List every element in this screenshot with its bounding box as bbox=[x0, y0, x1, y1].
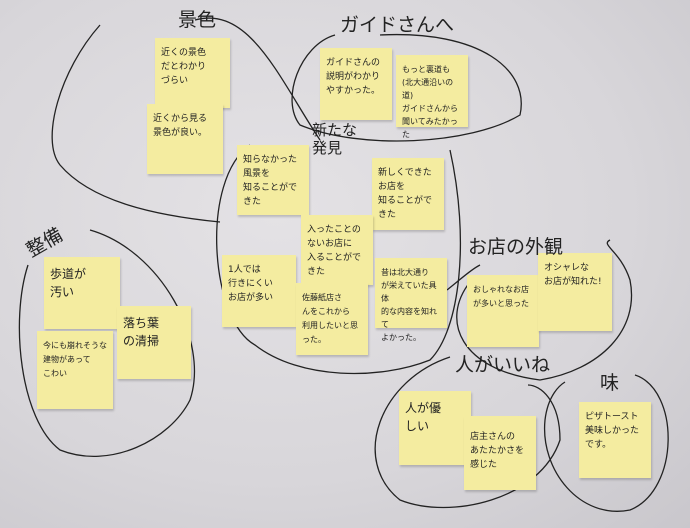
connector-line bbox=[446, 264, 481, 291]
sticky-note: 落ち葉 の清掃 bbox=[117, 306, 191, 379]
sticky-note: 人が優 しい bbox=[399, 391, 471, 465]
group-label-guide: ガイドさんへ bbox=[340, 14, 455, 36]
sticky-note: 新しくできた お店を 知ることができた bbox=[372, 158, 444, 230]
sticky-note: もっと裏道も (北大通沿いの道) ガイドさんから 聞いてみたかった bbox=[396, 55, 468, 139]
outline-people bbox=[374, 356, 561, 509]
group-label-people: 人がいいね bbox=[455, 354, 551, 376]
sticky-note: 近くの景色 だとわかり づらい bbox=[155, 38, 230, 108]
group-label-taste: 味 bbox=[600, 372, 620, 394]
sticky-note: 歩道が 汚い bbox=[44, 257, 120, 329]
sticky-note: 知らなかった 風景を 知ることができた bbox=[237, 145, 309, 215]
sticky-note: 近くから見る 景色が良い。 bbox=[147, 104, 223, 174]
outline-maintenance bbox=[18, 229, 195, 457]
outline-discovery bbox=[216, 144, 462, 375]
sticky-note: 入ったことの ないお店に 入ることができた bbox=[301, 215, 373, 285]
sticky-note: 店主さんの あたたかさを 感じた bbox=[464, 416, 536, 490]
group-label-scenery: 景色 bbox=[178, 9, 217, 31]
outline-guide bbox=[291, 33, 522, 142]
sticky-note: 昔は北大通り が栄えていた具体 的な内容を知れて よかった。 bbox=[375, 258, 447, 342]
sticky-note: ガイドさんの 説明がわかり やすかった。 bbox=[320, 48, 392, 120]
sticky-note: おしゃれなお店 が多いと思った bbox=[467, 275, 539, 347]
outline-shop-exterior bbox=[456, 239, 633, 381]
outline-taste bbox=[543, 374, 669, 512]
outline-scenery bbox=[51, 17, 321, 223]
sticky-note: 佐藤紙店さ んをこれから 利用したいと思った。 bbox=[296, 283, 368, 355]
group-label-discovery: 新たな発見 bbox=[312, 121, 358, 157]
sticky-note: ピザトースト 美味しかった です。 bbox=[579, 402, 651, 478]
sticky-note: オシャレな お店が知れた! bbox=[538, 253, 612, 331]
group-label-shop-exterior: お店の外観 bbox=[468, 236, 564, 258]
sticky-note: 1人では 行きにくい お店が多い bbox=[222, 255, 296, 327]
sticky-note: 今にも崩れそうな 建物があって こわい bbox=[37, 331, 113, 409]
